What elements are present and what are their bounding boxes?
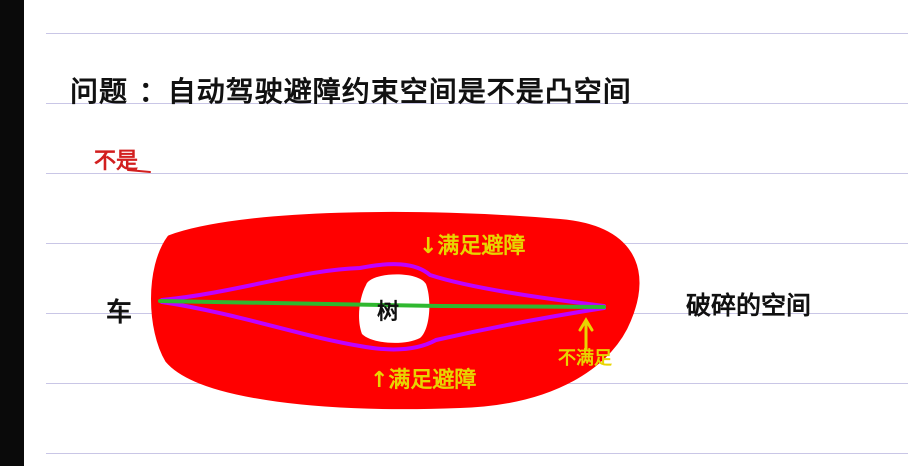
answer-underline-stroke [127, 169, 151, 173]
straight-path-annotation: 不满足 [558, 348, 612, 369]
upper-path-annotation: ↓满足避障 [419, 234, 526, 259]
ruled-line [46, 103, 908, 104]
right-annotation-arrow [578, 317, 594, 352]
obstacle-hole [359, 274, 430, 343]
tree-label: 树 [377, 300, 400, 325]
window-left-edge [0, 0, 24, 466]
ruled-line [46, 453, 908, 454]
lower-path-annotation: ↑满足避障 [370, 368, 477, 393]
avoid-path-lower [160, 300, 606, 352]
avoid-path-upper [160, 262, 606, 308]
question-text: 问题 ：自动驾驶避障约束空间是不是凸空间 [70, 75, 632, 108]
answer-text: 不是 [94, 149, 139, 174]
straight-path [158, 299, 606, 309]
ruled-line [46, 33, 908, 34]
car-label: 车 [106, 298, 133, 328]
broken-space-label: 破碎的空间 [686, 291, 812, 320]
ruled-line [46, 173, 908, 174]
